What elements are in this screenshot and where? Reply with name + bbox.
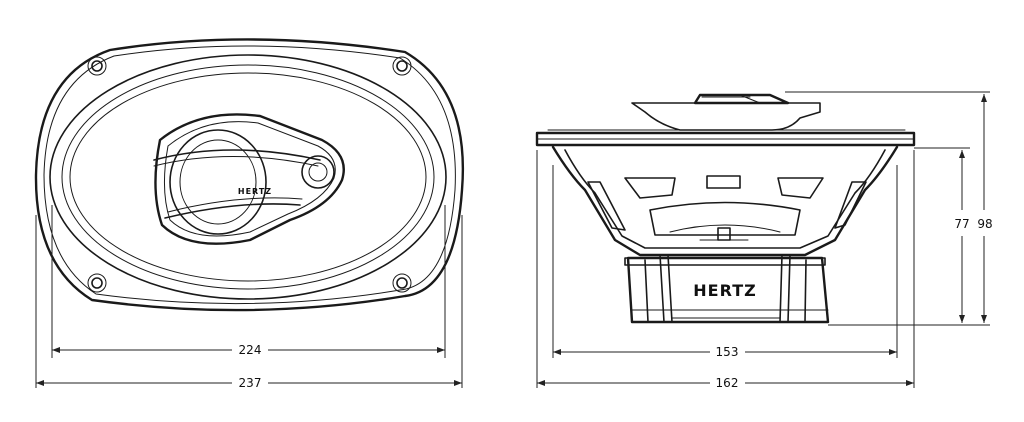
dimension-label-237: 237 xyxy=(239,376,262,390)
dimension-label-224: 224 xyxy=(239,343,262,357)
side-basket xyxy=(551,145,899,257)
dimension-98: 98 xyxy=(977,94,993,323)
front-midrange-ring xyxy=(169,129,267,235)
front-brand-logo: HERTZ xyxy=(238,187,272,196)
dimension-224: 224 xyxy=(52,343,445,357)
front-mount-holes xyxy=(87,56,412,293)
dimension-162: 162 xyxy=(537,376,914,390)
front-strut-top-2 xyxy=(153,156,319,167)
front-surround-mid xyxy=(61,64,435,290)
front-surround-outer xyxy=(49,54,447,300)
side-basket-inner xyxy=(564,149,886,249)
side-magnet-band-top xyxy=(624,257,826,266)
dimension-153: 153 xyxy=(553,345,897,359)
side-view: HERTZ 153 162 77 xyxy=(535,91,993,390)
front-strut-bottom xyxy=(164,203,301,219)
front-tweeter-dome xyxy=(308,162,328,182)
dimension-label-153: 153 xyxy=(716,345,739,359)
side-brand-logo: HERTZ xyxy=(693,281,756,300)
dimension-77: 77 xyxy=(954,150,970,323)
front-tweeter xyxy=(301,155,335,189)
front-midrange-dome xyxy=(179,139,257,225)
front-strut-top xyxy=(153,149,321,161)
front-tweeter-bridge xyxy=(154,113,345,245)
dimension-label-162: 162 xyxy=(716,376,739,390)
front-view: HERTZ 224 237 xyxy=(34,38,464,390)
side-tweeter-pod xyxy=(693,93,790,105)
dimension-label-77: 77 xyxy=(954,217,969,231)
side-basket-windows xyxy=(587,175,867,236)
front-frame-outer xyxy=(34,38,464,312)
side-bridge-top xyxy=(631,102,821,131)
front-frame-inner-edge xyxy=(43,45,456,305)
front-cone xyxy=(69,72,427,282)
side-magnet-ribs xyxy=(644,254,807,323)
dimension-label-98: 98 xyxy=(977,217,992,231)
dimension-237: 237 xyxy=(36,376,462,390)
front-strut-bottom-2 xyxy=(167,197,303,213)
